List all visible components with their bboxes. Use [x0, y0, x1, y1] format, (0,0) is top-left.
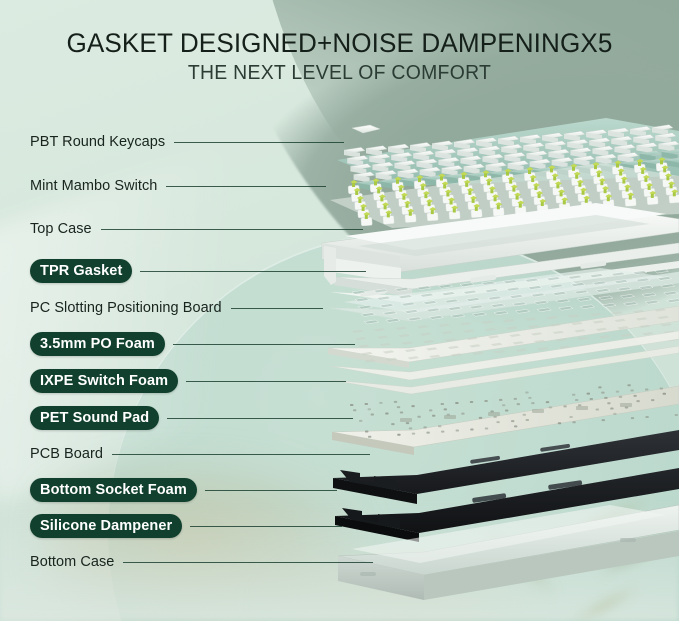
- leader-line: [231, 308, 323, 309]
- callout-bottom-case: Bottom Case: [30, 551, 373, 573]
- leader-line: [166, 186, 326, 187]
- callout-top-case: Top Case: [30, 218, 363, 240]
- callout-pet-sound-pad: PET Sound Pad: [30, 407, 353, 429]
- leader-line: [174, 142, 344, 143]
- leader-line: [205, 490, 337, 491]
- callout-tpr-gasket: TPR Gasket: [30, 260, 366, 282]
- leader-line: [190, 526, 342, 527]
- callout-label: Mint Mambo Switch: [30, 178, 157, 194]
- leader-line: [112, 454, 370, 455]
- callout-bottom-socket-foam: Bottom Socket Foam: [30, 479, 337, 501]
- callout-label: PC Slotting Positioning Board: [30, 300, 222, 316]
- callout-label: IXPE Switch Foam: [30, 369, 178, 393]
- callout-label: Bottom Socket Foam: [30, 478, 197, 502]
- callout-label: 3.5mm PO Foam: [30, 332, 165, 356]
- callout-mint-mambo-switch: Mint Mambo Switch: [30, 175, 326, 197]
- leader-line: [140, 271, 366, 272]
- callout-3-5mm-po-foam: 3.5mm PO Foam: [30, 333, 355, 355]
- callout-pcb-board: PCB Board: [30, 443, 370, 465]
- callout-label: PBT Round Keycaps: [30, 134, 165, 150]
- callout-label: Top Case: [30, 221, 92, 237]
- callout-label: PCB Board: [30, 446, 103, 462]
- leader-line: [123, 562, 373, 563]
- leader-line: [101, 229, 363, 230]
- callout-label: TPR Gasket: [30, 259, 132, 283]
- callout-ixpe-switch-foam: IXPE Switch Foam: [30, 370, 346, 392]
- callout-label: Bottom Case: [30, 554, 114, 570]
- leader-line: [167, 418, 353, 419]
- callout-pc-slotting-positioning-board: PC Slotting Positioning Board: [30, 297, 323, 319]
- callout-silicone-dampener: Silicone Dampener: [30, 515, 342, 537]
- leader-line: [173, 344, 355, 345]
- callout-label: PET Sound Pad: [30, 406, 159, 430]
- leader-line: [186, 381, 346, 382]
- callout-label: Silicone Dampener: [30, 514, 182, 538]
- callout-pbt-round-keycaps: PBT Round Keycaps: [30, 131, 344, 153]
